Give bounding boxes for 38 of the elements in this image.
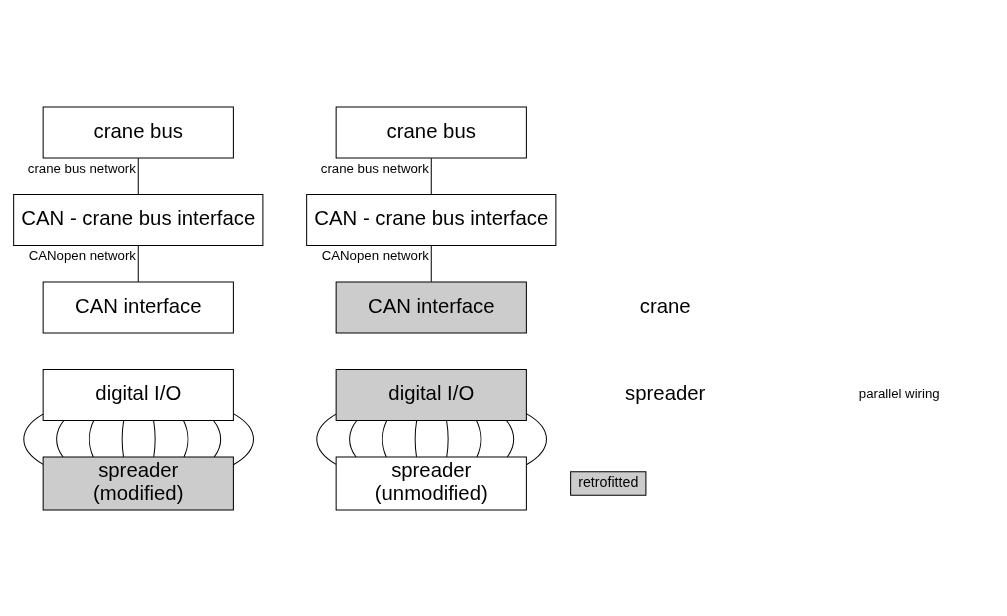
node-box: CAN interface bbox=[335, 281, 527, 333]
node-box: digital I/O bbox=[42, 368, 234, 421]
label: parallel wiring bbox=[858, 385, 940, 401]
connector bbox=[152, 419, 156, 457]
connector bbox=[137, 244, 139, 282]
label: spreader bbox=[624, 381, 705, 404]
node-box: crane bus bbox=[42, 106, 234, 158]
label: crane bbox=[639, 294, 691, 317]
connector bbox=[121, 419, 124, 457]
edge-label: CANopen network bbox=[321, 247, 429, 263]
connector bbox=[22, 413, 44, 465]
connector bbox=[445, 419, 449, 457]
connector bbox=[430, 157, 432, 195]
legend-label: retrofitted bbox=[577, 473, 638, 490]
node-box: spreader (unmodified) bbox=[335, 456, 527, 510]
edge-label: CANopen network bbox=[28, 247, 136, 263]
connector bbox=[348, 419, 357, 457]
connector bbox=[430, 244, 432, 282]
node-box: crane bus bbox=[335, 106, 527, 158]
edge-label: crane bus network bbox=[27, 160, 136, 176]
node-box: CAN interface bbox=[42, 281, 234, 333]
node-box: CAN - crane bus interface bbox=[305, 193, 556, 246]
connector bbox=[525, 412, 547, 465]
connector bbox=[88, 419, 94, 457]
connector bbox=[414, 419, 417, 457]
connector bbox=[212, 419, 221, 457]
connector bbox=[475, 419, 481, 457]
node-box: digital I/O bbox=[335, 368, 527, 421]
edge-label: crane bus network bbox=[320, 160, 429, 176]
connector bbox=[381, 419, 387, 457]
connector bbox=[505, 419, 514, 457]
connector bbox=[55, 419, 64, 457]
node-box: spreader (modified) bbox=[42, 456, 234, 510]
connector bbox=[137, 157, 139, 195]
node-box: CAN - crane bus interface bbox=[12, 193, 263, 246]
connector bbox=[232, 412, 254, 465]
connector bbox=[182, 419, 188, 457]
connector bbox=[315, 413, 337, 465]
